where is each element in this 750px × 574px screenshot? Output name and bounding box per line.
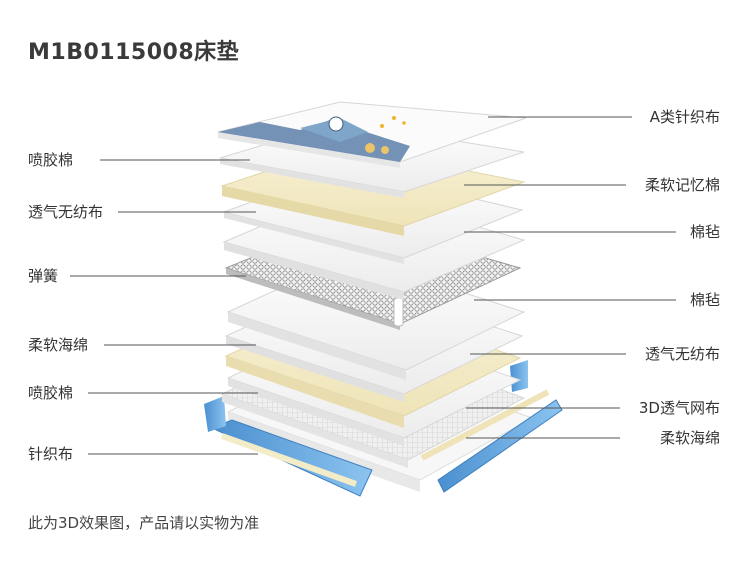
right-leader-lines	[464, 116, 676, 439]
label-felt-upper: 棉毡	[689, 223, 720, 241]
label-memory-foam: 柔软记忆棉	[644, 176, 720, 194]
label-a-class-knit: A类针织布	[649, 108, 720, 126]
label-soft-sponge-left: 柔软海绵	[28, 336, 89, 354]
print-pattern	[218, 120, 410, 162]
label-spray-cotton-lower: 喷胶棉	[28, 384, 74, 402]
label-soft-sponge-right: 柔软海绵	[659, 429, 720, 447]
label-nonwoven-upper: 透气无纺布	[28, 203, 104, 221]
left-leader-lines	[70, 159, 258, 455]
label-felt-lower: 棉毡	[689, 291, 720, 309]
top-knit-fabric-layer	[217, 101, 527, 168]
label-nonwoven-lower: 透气无纺布	[644, 345, 720, 363]
label-spray-cotton-upper: 喷胶棉	[28, 151, 74, 169]
page-title: M1B0115008床垫	[28, 40, 240, 65]
label-knit-fabric-bottom: 针织布	[28, 445, 74, 463]
label-spring: 弹簧	[28, 267, 59, 285]
label-3d-mesh: 3D透气网布	[638, 399, 720, 417]
disclaimer-note: 此为3D效果图，产品请以实物为准	[28, 514, 260, 532]
